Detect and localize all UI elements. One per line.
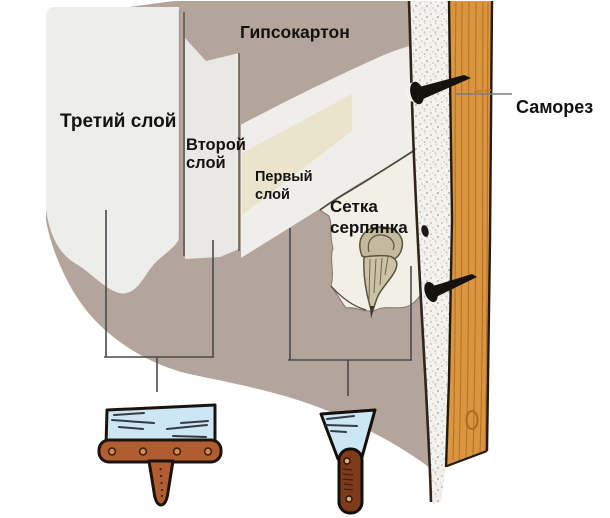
mesh-roll — [359, 226, 403, 319]
screw-middle-tip — [421, 225, 429, 237]
first-layer-patch — [241, 42, 428, 258]
putty-knife-wide — [97, 403, 223, 507]
putty-knife-wide-ferrule — [97, 438, 223, 464]
screw-bottom-head — [424, 281, 438, 303]
wood-stud — [444, 0, 494, 468]
mesh-roll-hatching — [368, 256, 389, 301]
first-layer-label-line2: слой — [255, 187, 290, 203]
mesh-patch-torn-outline-bottom — [330, 285, 367, 311]
putty-knife-narrow-handle-hatching — [342, 468, 354, 491]
putty-knife-narrow-handle — [337, 447, 364, 515]
wood-stud-right-edge — [485, 0, 494, 452]
drywall-label: Гипсокартон — [240, 22, 350, 42]
wide-knife-bracket — [104, 210, 214, 392]
first-layer-cream-band — [242, 94, 352, 215]
second-layer-patch — [185, 38, 239, 259]
mesh-roll-needle — [370, 306, 374, 319]
putty-knife-narrow-blade-streaks — [325, 415, 358, 433]
wood-knot — [465, 410, 479, 430]
putty-knife-narrow-rivets — [343, 457, 353, 503]
screw-top-thread-dashes — [473, 89, 492, 93]
second-layer-label-line1: Второй — [186, 136, 246, 154]
mesh-label-line2: серпянка — [330, 218, 408, 237]
first-layer-label-line1: Первый — [255, 169, 313, 185]
third-layer-label: Третий слой — [60, 111, 176, 132]
screw-label: Саморез — [516, 97, 593, 117]
gypsum-core-cross-section — [409, 1, 452, 504]
screw-top — [405, 75, 492, 105]
narrow-knife-bracket — [288, 228, 412, 396]
screw-bottom — [421, 225, 477, 303]
screw-top-shaft — [419, 75, 471, 99]
putty-knife-wide-blade-streaks — [111, 412, 209, 438]
second-layer-label-line2: слой — [186, 154, 226, 172]
wood-stud-left-edge — [444, 0, 454, 468]
putty-knife-wide-rivets — [107, 447, 213, 456]
putty-knife-wide-handle-dots — [159, 467, 164, 498]
wood-grain-lines — [452, 1, 489, 462]
mesh-roll-curl-inner — [367, 234, 395, 253]
wood-stud-face — [447, 1, 492, 466]
wood-stud-bottom-edge — [446, 449, 488, 468]
third-layer-patch — [46, 7, 179, 294]
putty-knife-narrow — [319, 408, 377, 515]
mesh-label-line1: Сетка — [330, 197, 378, 216]
screw-bottom-shaft — [433, 274, 477, 297]
mesh-patch-torn-outline-top — [319, 147, 419, 211]
screw-top-head — [410, 81, 424, 105]
